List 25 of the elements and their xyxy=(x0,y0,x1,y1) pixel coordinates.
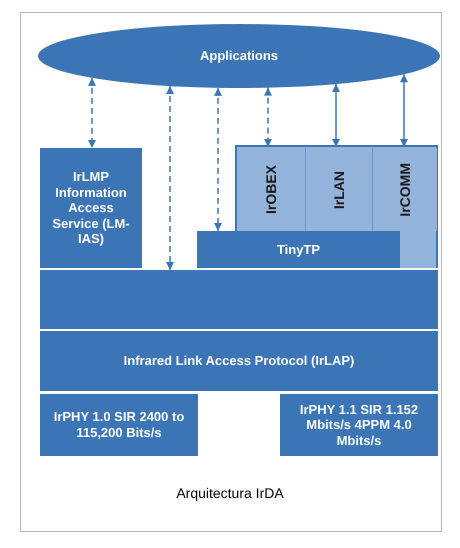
layer-box xyxy=(40,331,438,391)
label-text: Infrared Link Access Protocol (IrLAP) xyxy=(122,353,356,369)
label-text: IrPHY 1.1 SIR 1.152 Mbits/s 4PPM 4.0 Mbits/s xyxy=(298,402,420,448)
double-arrow xyxy=(88,78,96,148)
label-text: TinyTP xyxy=(276,242,322,258)
empty-layer-box xyxy=(235,145,438,231)
layer-box xyxy=(280,394,438,456)
empty-layer-box xyxy=(40,270,438,329)
service-box xyxy=(40,148,142,268)
label-text: IrOBEX xyxy=(262,165,280,214)
double-arrow xyxy=(400,74,408,147)
label-text: IrPHY 1.0 SIR 2400 to 115,200 Bits/s xyxy=(52,409,186,441)
protocol-column xyxy=(372,148,437,232)
layer-box xyxy=(197,231,400,268)
ellipse-node xyxy=(38,24,440,88)
double-arrow xyxy=(332,84,340,147)
label-text: IrLAN xyxy=(330,170,348,210)
label-text: IrLMP Information Access Service (LM-IAS) xyxy=(51,169,131,247)
layer-box xyxy=(40,394,198,456)
caption-text: Arquitectura IrDA xyxy=(175,485,285,501)
label-text: Applications xyxy=(198,48,279,64)
double-arrow xyxy=(264,88,272,147)
double-arrow xyxy=(166,86,174,270)
double-arrow xyxy=(214,88,222,231)
label-text: IrCOMM xyxy=(396,163,414,217)
